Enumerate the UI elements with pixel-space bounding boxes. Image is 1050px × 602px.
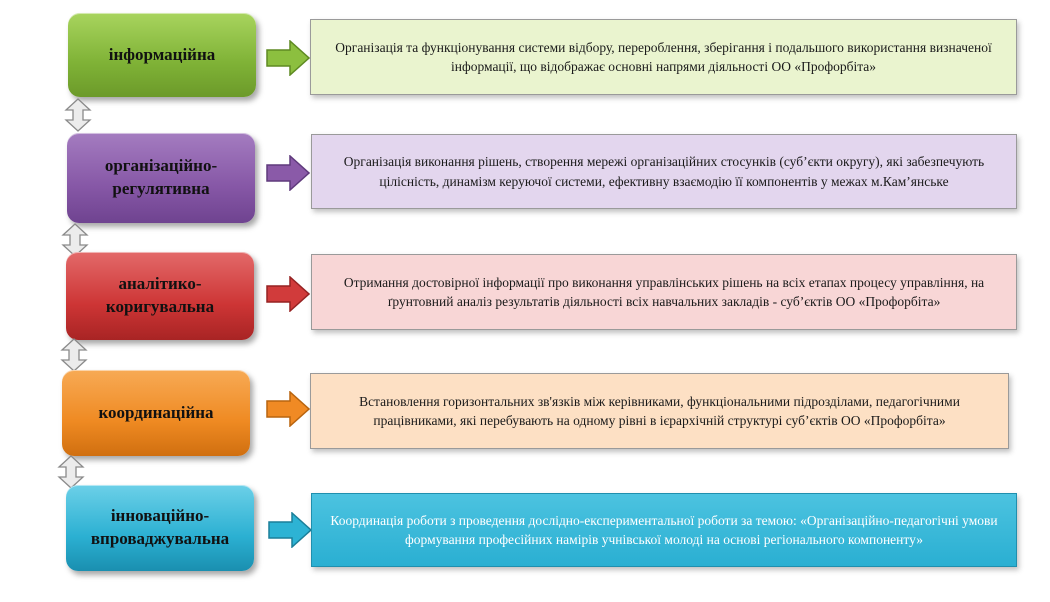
function-box-analytical-corrective: аналітико-коригувальна <box>66 252 254 340</box>
bidirectional-arrow-icon <box>57 455 85 489</box>
function-box-information: інформаційна <box>68 13 256 97</box>
right-arrow-icon <box>266 40 310 76</box>
function-label: координаційна <box>98 402 214 422</box>
bidirectional-arrow-icon <box>64 98 92 132</box>
function-label: інноваційно-впроваджувальна <box>90 506 230 548</box>
right-arrow-icon <box>266 155 310 191</box>
function-box-innovation-implementation: інноваційно-впроваджувальна <box>66 485 254 571</box>
function-label: інформаційна <box>108 44 216 64</box>
function-box-coordination: координаційна <box>62 370 250 456</box>
right-arrow-icon <box>266 276 310 312</box>
function-description: Встановлення горизонтальних зв'язків між… <box>310 373 1009 449</box>
right-arrow-icon <box>266 391 310 427</box>
function-box-organizational-regulatory: організаційно-регулятивна <box>67 133 255 223</box>
function-description: Отримання достовірної інформації про вик… <box>311 254 1017 330</box>
bidirectional-arrow-icon <box>60 338 88 372</box>
function-description: Організація виконання рішень, створення … <box>311 134 1017 209</box>
function-description: Координація роботи з проведення дослідно… <box>311 493 1017 567</box>
function-label: організаційно-регулятивна <box>104 156 218 198</box>
function-label: аналітико-коригувальна <box>105 274 215 316</box>
right-arrow-icon <box>268 512 312 548</box>
function-description: Організація та функціонування системи ві… <box>310 19 1017 95</box>
